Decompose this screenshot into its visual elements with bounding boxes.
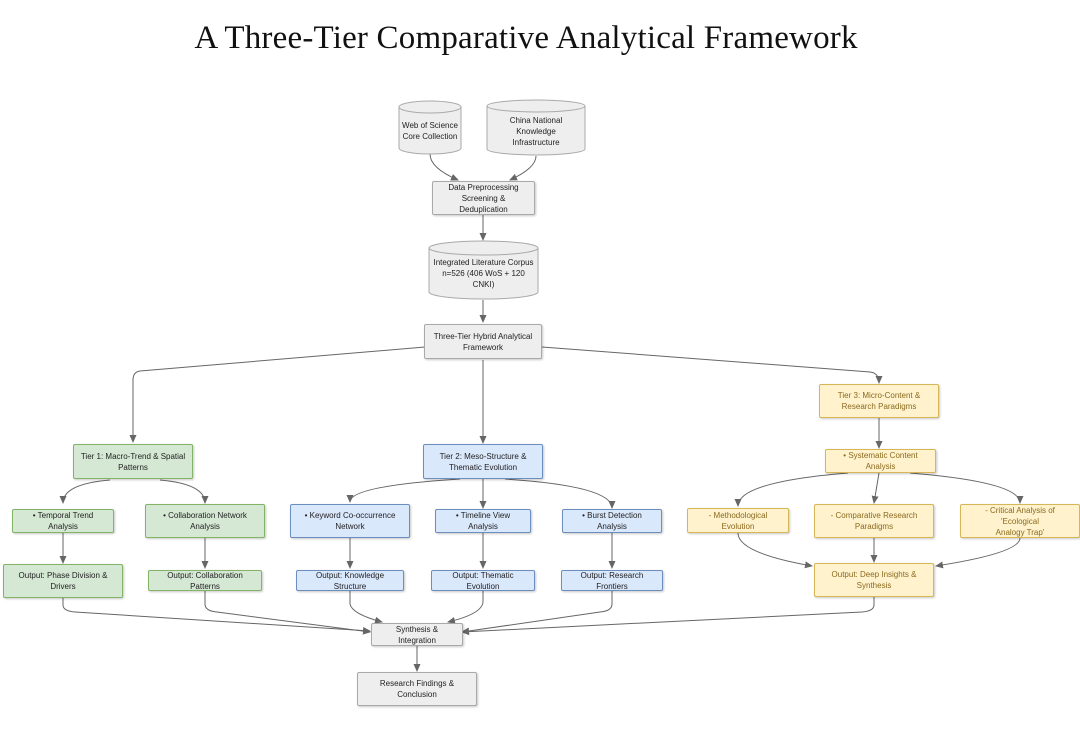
edge-outcollab-synthesis <box>204 591 371 635</box>
edge-tier2-keyword <box>346 478 461 503</box>
temporal-trend-box: • Temporal Trend Analysis <box>12 509 114 533</box>
edge-content-paradigm <box>871 472 880 504</box>
database-wos-label: Web of Science Core Collection <box>402 121 458 141</box>
edge-critical-outdeep <box>935 537 1021 569</box>
tier3-box: Tier 3: Micro-Content & Research Paradig… <box>819 384 939 418</box>
edge-method-outdeep <box>737 532 813 569</box>
edge-outknowledge-synthesis <box>349 591 383 624</box>
critical-analysis-box: - Critical Analysis of 'Ecological Analo… <box>960 504 1080 538</box>
keyword-cooccurrence-box: • Keyword Co-occurrence Network <box>290 504 410 538</box>
research-findings-box: Research Findings & Conclusion <box>357 672 477 706</box>
output-knowledge-box: Output: Knowledge Structure <box>296 570 404 591</box>
output-deep-insights-box: Output: Deep Insights & Synthesis <box>814 563 934 597</box>
tier1-box: Tier 1: Macro-Trend & Spatial Patterns <box>73 444 193 479</box>
methodological-evolution-box: - Methodological Evolution <box>687 508 789 533</box>
database-wos: Web of Science Core Collection <box>398 100 462 156</box>
edge-content-critical <box>909 472 1024 504</box>
output-collaboration-box: Output: Collaboration Patterns <box>148 570 262 591</box>
diagram-title: A Three-Tier Comparative Analytical Fram… <box>194 20 858 56</box>
cylinder-shape <box>428 240 539 300</box>
database-cnki: China National Knowledge Infrastructure <box>486 99 586 157</box>
framework-box: Three-Tier Hybrid Analytical Framework <box>424 324 542 359</box>
systematic-content-box: • Systematic Content Analysis <box>825 449 936 473</box>
burst-detection-box: • Burst Detection Analysis <box>562 509 662 533</box>
integrated-corpus-label: Integrated Literature Corpus n=526 (406 … <box>433 258 534 289</box>
edge-content-method <box>734 472 849 507</box>
output-phase-box: Output: Phase Division & Drivers <box>3 564 123 598</box>
comparative-paradigms-box: - Comparative Research Paradigms <box>814 504 934 538</box>
edge-cnki-preprocessing <box>509 155 537 181</box>
edge-outthematic-synthesis <box>447 591 484 624</box>
integrated-corpus: Integrated Literature Corpus n=526 (406 … <box>428 240 539 301</box>
edge-outphase-synthesis <box>62 597 371 635</box>
cylinder-shape <box>398 100 462 155</box>
edge-tier2-burst <box>504 478 616 509</box>
synthesis-integration-box: Synthesis & Integration <box>371 623 463 646</box>
tier2-box: Tier 2: Meso-Structure & Thematic Evolut… <box>423 444 543 479</box>
collaboration-network-box: • Collaboration Network Analysis <box>145 504 265 538</box>
edge-wos-preprocessing <box>429 153 459 181</box>
edge-tier1-temporal <box>59 479 111 504</box>
edge-outdeep-synthesis <box>461 597 875 636</box>
edge-outfrontiers-synthesis <box>461 591 613 635</box>
edge-framework-tier3 <box>541 346 883 384</box>
cylinder-shape <box>486 99 586 156</box>
preprocessing-box: Data Preprocessing Screening & Deduplica… <box>432 181 535 215</box>
output-frontiers-box: Output: Research Frontiers <box>561 570 663 591</box>
output-thematic-box: Output: Thematic Evolution <box>431 570 535 591</box>
database-cnki-label: China National Knowledge Infrastructure <box>509 115 563 147</box>
timeline-view-box: • Timeline View Analysis <box>435 509 531 533</box>
edge-framework-tier1 <box>129 346 426 443</box>
edge-tier1-collab <box>159 479 209 504</box>
